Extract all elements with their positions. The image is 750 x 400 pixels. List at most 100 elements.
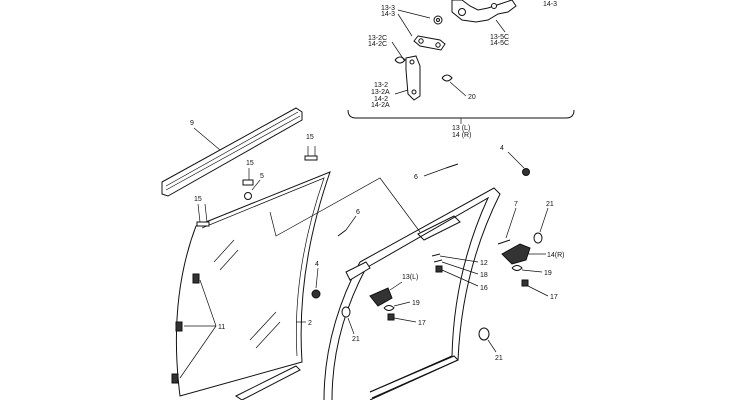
link-plate [413,35,446,51]
arm-hole [411,89,417,95]
glass-clip [175,321,183,332]
door-frame-outer [359,187,501,400]
label-19-a: 19 [544,270,552,277]
label-13-2c: 13-2C [368,35,387,42]
label-15-a: 15 [306,134,314,141]
screw [435,265,443,273]
label-14-2a: 14-2A [371,102,390,109]
latch-pin [491,3,497,9]
leader-line [521,269,543,273]
side-glass [175,171,331,397]
glass-reflection [213,239,235,263]
label-13-2: 13-2 [374,82,388,89]
glass-inner-edge [201,177,325,357]
label-16: 16 [480,285,488,292]
label-15-c: 15 [194,196,202,203]
label-14-r: 14 (R) [452,132,471,139]
lower-rail [235,365,301,400]
rail-edge [165,115,301,191]
door-frame-group: 6 6 4 4 7 21 14(R) 19 17 [311,145,565,400]
rod [445,163,459,169]
leader-line [487,339,497,353]
screw [197,203,201,223]
latch-assembly-inset: 13-3 14-3 14-3 13-2C 14-2C 13-5C 14-5C 1… [347,0,575,139]
leader-line [393,301,411,307]
label-4-a: 4 [500,145,504,152]
label-21-b: 21 [352,336,360,343]
label-12: 12 [480,260,488,267]
leader-line [449,81,467,97]
label-6-b: 6 [356,209,360,216]
leader-line [391,41,405,61]
leader-line [439,255,479,263]
screw-head [196,221,210,227]
link-hole [418,38,424,44]
hinge-plate [345,261,371,281]
leader-line [347,317,355,335]
side-glass-group: 9 2 11 15 15 15 5 [161,107,421,400]
leader-line [315,267,319,289]
spring [431,253,441,257]
leader-line [199,279,217,327]
leader-line [393,317,417,323]
label-21-a: 21 [546,201,554,208]
label-7: 7 [514,201,518,208]
label-14-2: 14-2 [374,96,388,103]
bushing [341,306,351,318]
latch-rivet [458,8,466,16]
latch-assembly-left [369,287,393,307]
label-14-5c: 14-5C [490,40,509,47]
rail-edge [165,111,299,187]
latch-housing [451,0,517,23]
clip [441,74,453,82]
screw [204,203,208,223]
label-13-l: 13 (L) [452,125,470,132]
latch-assembly-right [501,243,531,265]
label-5: 5 [260,173,264,180]
assembly-bracket [347,109,575,119]
projection-line [269,177,421,237]
bushing [533,232,543,244]
leader-line [507,151,525,169]
label-14-3: 14-3 [381,11,395,18]
clip [394,56,406,64]
leader-line [193,127,221,151]
leader-line [505,207,517,239]
glass-reflection [255,321,281,349]
clip [511,265,523,271]
glass-reflection [249,311,277,341]
bolt [311,289,321,299]
label-14-2c: 14-2C [368,41,387,48]
label-15-b: 15 [246,160,254,167]
latch-arm [405,55,421,101]
label-13-l-assembly: 13(L) [402,274,418,281]
label-19-b: 19 [412,300,420,307]
leader-line [397,9,431,19]
screw-head [304,155,318,161]
leader-line [441,269,479,287]
washer-hole [436,18,440,22]
label-2: 2 [308,320,312,327]
label-18: 18 [480,272,488,279]
label-4-b: 4 [315,261,319,268]
label-13-5c: 13-5C [490,34,509,41]
door-frame-left-post [323,261,361,400]
door-frame-left-post-inner [331,267,367,400]
rod [497,239,511,245]
label-17-a: 17 [550,294,558,301]
leader-line [423,167,447,177]
screw-head [242,179,254,186]
upper-rail [161,107,303,197]
leader-line [441,261,479,275]
bushing [478,327,490,341]
leader-line [389,281,403,291]
spacer [433,259,443,263]
glass-clip [171,373,179,384]
handle-recess [417,215,461,241]
leader-line [539,207,549,233]
leader-line [495,19,506,33]
leader-line [251,179,261,191]
label-14-3-right: 14-3 [543,1,557,8]
nut [244,192,252,200]
